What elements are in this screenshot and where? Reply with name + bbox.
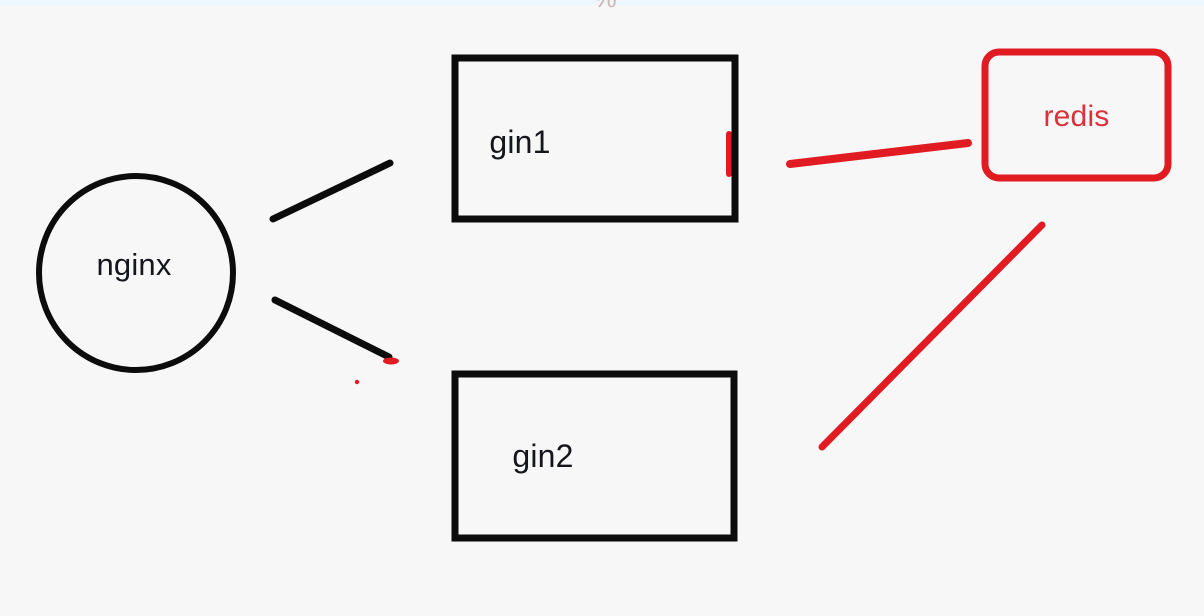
edge-layer (269, 139, 1046, 451)
node-nginx-shape[interactable] (36, 173, 236, 373)
red-dot-mark (354, 379, 360, 385)
node-redis-label: redis (1043, 100, 1110, 133)
top-edge-strip (0, 0, 1204, 5)
node-nginx-label: nginx (96, 247, 172, 282)
node-gin2-shape[interactable] (451, 370, 738, 542)
node-gin2-label: gin2 (512, 438, 574, 474)
stray-mark-layer (354, 131, 732, 385)
edge-gin1-to-redis (786, 139, 972, 168)
node-layer (36, 48, 1172, 542)
red-blob-mark (383, 357, 399, 365)
edge-nginx-to-gin2 (271, 296, 393, 361)
edge-gin2-to-redis (818, 221, 1046, 451)
node-redis-shape[interactable] (981, 48, 1172, 182)
edge-nginx-to-gin1 (269, 159, 394, 223)
node-gin1-label: gin1 (489, 124, 551, 160)
node-gin1-shape[interactable] (451, 54, 739, 223)
